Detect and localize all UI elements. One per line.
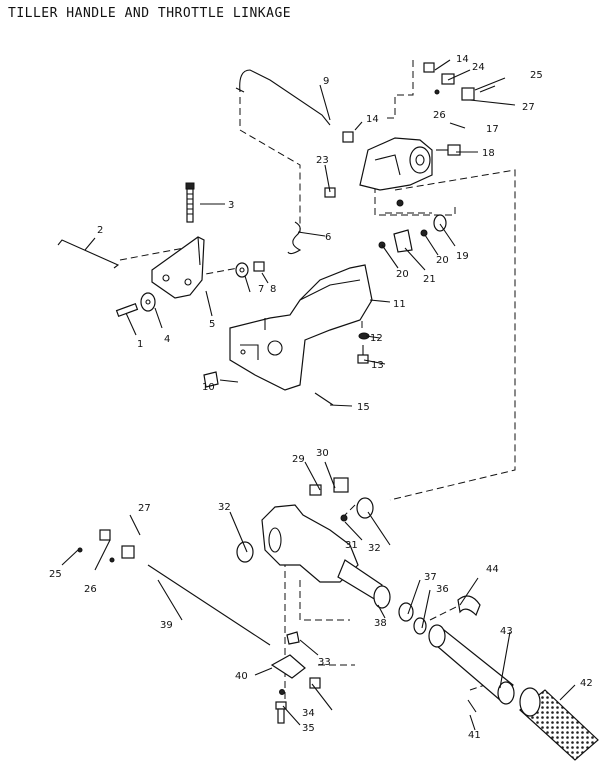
callout-2: 2 [97,225,103,236]
callout-42: 42 [580,678,593,689]
callout-21: 21 [423,274,436,285]
part-lower-bracket [270,631,321,724]
callout-4: 4 [164,334,170,345]
part-long-screw [185,182,195,223]
part-tiller-bracket [229,264,373,391]
part-throttle-grip [428,595,599,761]
callout-7: 7 [258,284,264,295]
callout-38: 37 [424,572,437,583]
callout-10: 10 [202,382,215,393]
callout-32b: 32 [368,543,381,554]
callout-30: 30 [316,448,329,459]
callout-26a: 26 [433,110,446,121]
callout-11: 11 [393,299,406,310]
callout-20b: 20 [396,269,409,280]
callout-35: 35 [302,723,315,734]
callout-1: 1 [137,339,143,350]
part-cam-followers [378,199,447,253]
part-shaft [147,564,477,713]
callout-25a: 25 [530,70,543,81]
part-tiller-arm [261,504,391,609]
callout-12: 12 [370,333,383,344]
callout-43: 43 [500,626,513,637]
callout-13: 13 [371,360,384,371]
callout-numbers: 2 3 6 9 14 14 24 25 26 27 17 18 23 19 20… [49,54,593,741]
part-pin [314,392,334,406]
part-bushing [203,371,219,388]
callout-15: 15 [357,402,370,413]
part-wire-link [57,239,120,269]
callout-14a: 14 [366,114,379,125]
callout-9: 9 [323,76,329,87]
callout-31: 31 [345,540,358,551]
part-spring [287,221,302,255]
callout-26b: 26 [84,584,97,595]
callout-41: 41 [468,730,481,741]
callout-6: 6 [325,232,331,243]
part-left-fasteners [77,529,135,563]
part-rings [398,602,427,635]
callout-34: 34 [302,708,315,719]
callout-20a: 20 [436,255,449,266]
page-title: TILLER HANDLE AND THROTTLE LINKAGE [8,6,292,21]
callout-24: 24 [472,62,485,73]
part-washers [235,261,265,278]
part-arm-fasteners [236,477,374,563]
callout-3: 3 [228,200,234,211]
callout-36: 40 [235,671,248,682]
callout-33: 33 [318,657,331,668]
callout-25b: 25 [49,569,62,580]
callout-8: 8 [270,284,276,295]
callout-23: 23 [316,155,329,166]
part-throttle-cam [359,122,466,191]
callout-29: 29 [292,454,305,465]
callout-27b: 27 [138,503,151,514]
callout-40: 39 [160,620,173,631]
part-throttle-bracket [151,236,205,299]
callout-5: 5 [209,319,215,330]
callout-19: 19 [456,251,469,262]
callout-44: 44 [486,564,499,575]
part-link-rod [235,69,331,126]
callout-32a: 32 [218,502,231,513]
leader-lines [61,59,576,731]
part-washer-screw [115,292,156,318]
part-washer-bolt [357,332,370,364]
part-top-fasteners [324,62,496,198]
callout-27a: 27 [522,102,535,113]
callout-39: 38 [374,618,387,629]
callout-37: 36 [436,584,449,595]
callout-14b: 14 [456,54,469,65]
callout-18: 18 [482,148,495,159]
callout-17: 17 [486,124,499,135]
